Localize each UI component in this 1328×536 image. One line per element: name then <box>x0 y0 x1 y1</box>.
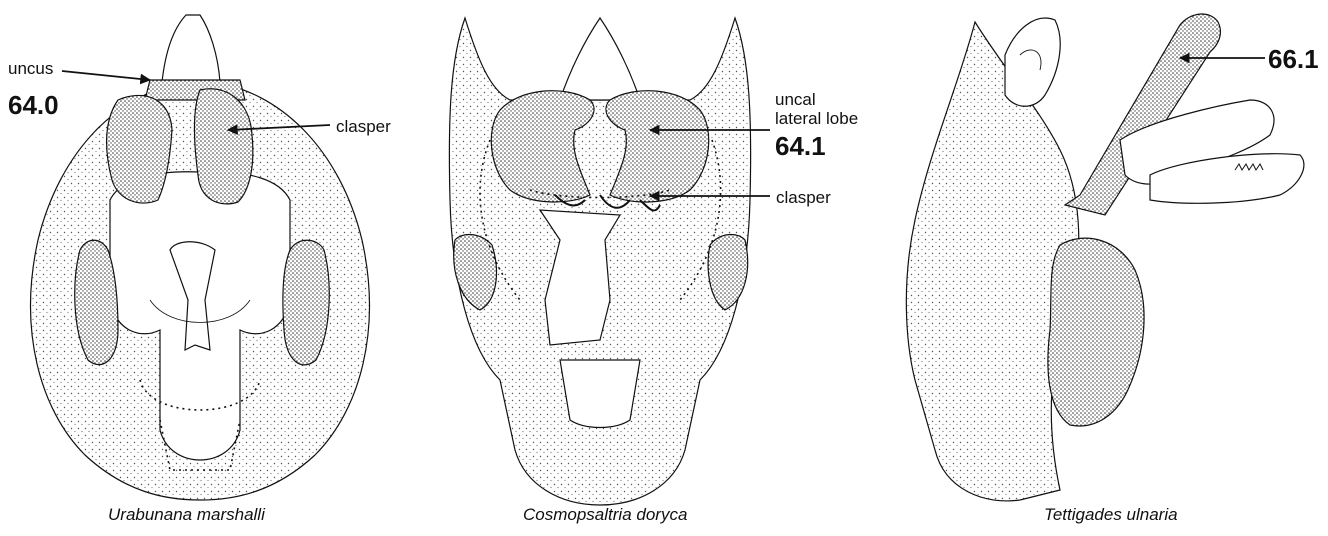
uncus-arrow <box>62 71 150 80</box>
urabunana-marshalli-drawing <box>31 15 370 500</box>
clasper-label-2: clasper <box>776 188 831 207</box>
species-name-2: Cosmopsaltria doryca <box>523 505 687 525</box>
dorsal-hood <box>560 18 640 100</box>
character-state-64-0: 64.0 <box>8 91 59 119</box>
pygofer-lateral <box>906 22 1078 501</box>
lateral-lobe-label: lateral lobe <box>775 109 858 128</box>
clasper-label-1: clasper <box>336 117 391 136</box>
species-name-3: Tettigades ulnaria <box>1044 505 1178 525</box>
uncal-label: uncal <box>775 90 816 109</box>
clasper-left <box>107 95 172 203</box>
lobe-lower <box>1048 238 1144 426</box>
cosmopsaltria-doryca-drawing <box>449 18 750 505</box>
character-state-64-1: 64.1 <box>775 132 826 160</box>
tettigades-ulnaria-drawing <box>906 14 1304 501</box>
uncus-tip <box>162 15 220 82</box>
character-state-66-1: 66.1 <box>1268 45 1319 73</box>
species-name-1: Urabunana marshalli <box>108 505 265 525</box>
uncus-label: uncus <box>8 59 53 78</box>
lateral-process-right <box>283 240 329 365</box>
ventral-plate <box>560 360 640 428</box>
appendage-upper <box>1005 18 1060 106</box>
